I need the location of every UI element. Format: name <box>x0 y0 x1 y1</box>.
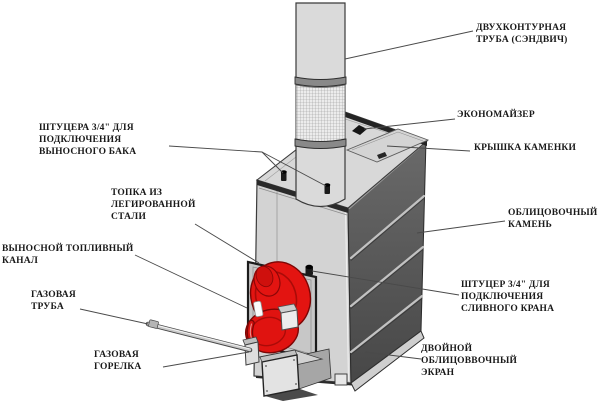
burner-valve-front <box>244 341 260 366</box>
lid-handle <box>377 152 387 159</box>
duct-screws <box>265 359 297 392</box>
leader-heater-lid <box>386 145 471 152</box>
label-gas-burner: ГАЗОВАЯ ГОРЕЛКА <box>94 350 142 372</box>
leader-double-screen <box>364 351 422 360</box>
drain-fitting <box>305 264 314 275</box>
stove-foot <box>334 373 348 386</box>
gas-pipe-tube <box>145 319 253 353</box>
label-gas-pipe: ГАЗОВАЯ ТРУБА <box>31 290 76 312</box>
leader-sandwich-pipe <box>344 30 474 60</box>
heater-lid <box>345 128 430 163</box>
leader-tank-fittings-2 <box>261 151 327 187</box>
duct-front-plate <box>261 354 300 397</box>
leader-drain-fitting <box>311 270 460 296</box>
gas-burner <box>242 261 312 366</box>
chimney-pipe <box>294 2 347 208</box>
front-corner-highlight <box>344 207 350 382</box>
economizer-section <box>295 84 346 142</box>
stone-stripes <box>349 194 426 355</box>
double-screen-base <box>350 330 425 392</box>
leader-tank-fittings <box>168 145 284 174</box>
fuel-channel <box>257 348 332 401</box>
leader-lines <box>79 30 506 368</box>
pipe-collar-lower <box>294 138 347 149</box>
economizer-marker <box>352 125 367 135</box>
label-facing-stone: ОБЛИЦОВОЧНЫЙ КАМЕНЬ <box>508 208 598 230</box>
label-heater-lid: КРЫШКА КАМЕНКИ <box>474 143 577 153</box>
burner-slot <box>253 300 264 318</box>
leader-gas-burner <box>162 351 250 368</box>
leader-gas-pipe <box>79 308 149 325</box>
label-sandwich-pipe: ДВУХКОНТУРНАЯ ТРУБА (СЭНДВИЧ) <box>476 23 568 45</box>
pipe-coupling <box>148 319 159 329</box>
label-tank-fittings: ШТУЦЕРА 3/4" ДЛЯ ПОДКЛЮЧЕНИЯ ВЫНОСНОГО Б… <box>39 123 137 157</box>
duct-shadow <box>265 389 318 401</box>
leader-facing-stone <box>416 220 506 234</box>
label-firebox: ТОПКА ИЗ ЛЕГИРОВАННОЙ СТАЛИ <box>111 188 196 222</box>
label-fuel-channel: ВЫНОСНОЙ ТОПЛИВНЫЙ КАНАЛ <box>2 244 134 266</box>
label-economizer: ЭКОНОМАЙЗЕР <box>457 110 535 120</box>
label-drain-fitting: ШТУЦЕР 3/4" ДЛЯ ПОДКЛЮЧЕНИЯ СЛИВНОГО КРА… <box>461 280 555 314</box>
pipe-collar-upper <box>294 76 347 87</box>
label-double-screen: ДВОЙНОЙ ОБЛИЦОВВОЧНЫЙ ЭКРАН <box>421 344 518 378</box>
leader-economizer <box>363 118 456 130</box>
leader-fuel-channel <box>134 254 248 309</box>
leader-firebox <box>194 223 260 264</box>
latch-box-front <box>280 309 299 331</box>
